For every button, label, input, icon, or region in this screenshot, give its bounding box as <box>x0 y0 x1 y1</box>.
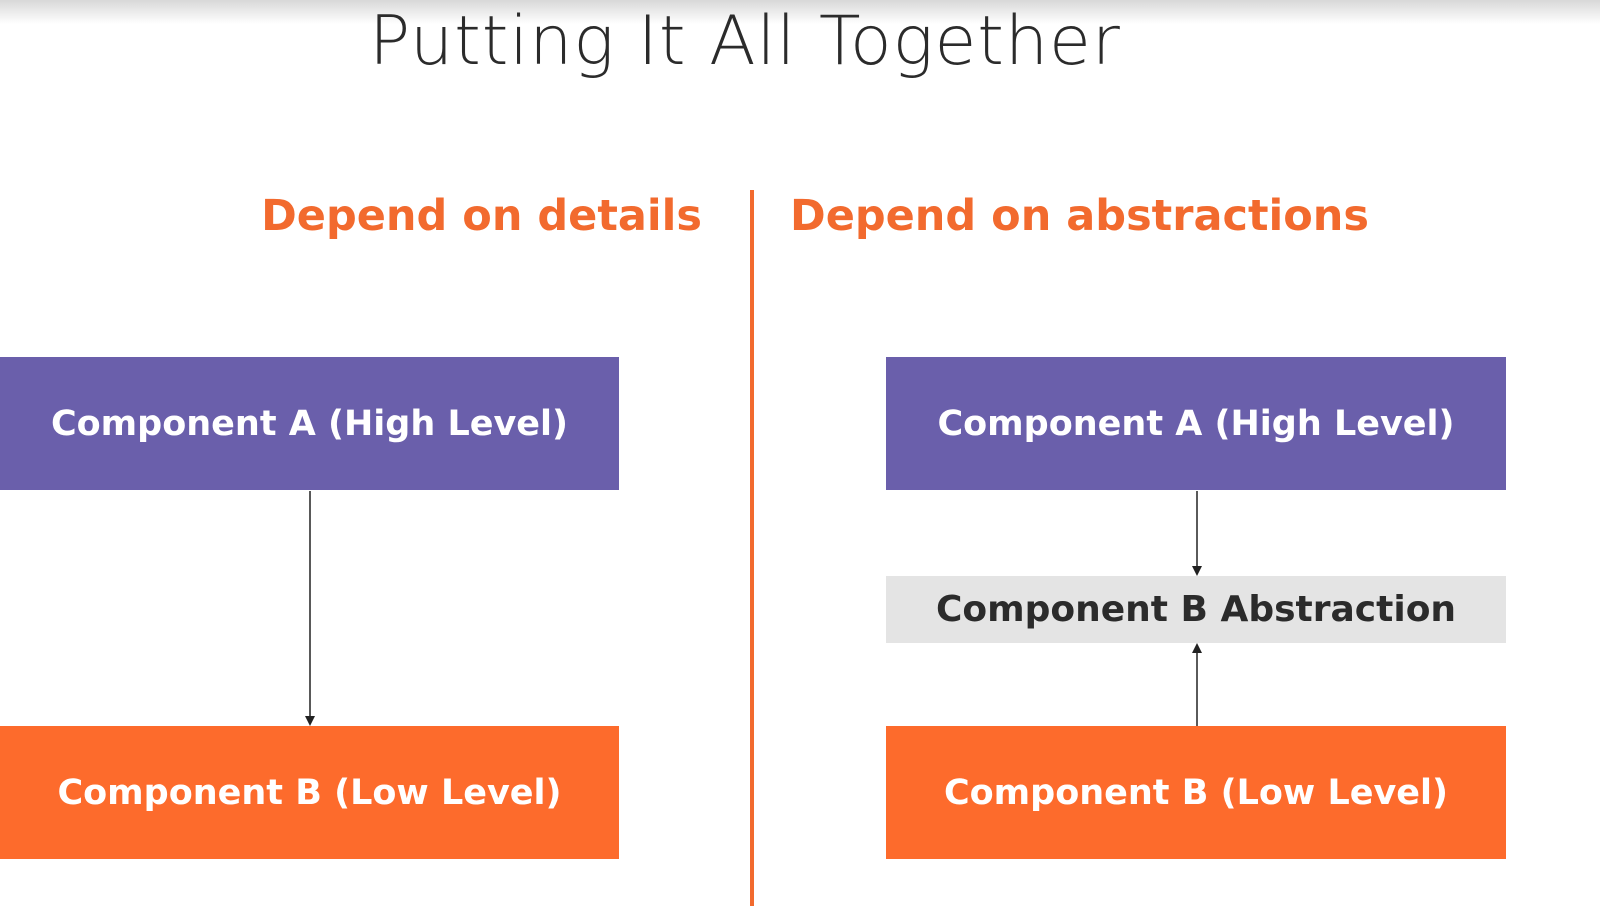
panel-divider <box>750 190 754 906</box>
right-heading: Depend on abstractions <box>790 191 1369 241</box>
left-arrowhead-icon <box>305 716 315 726</box>
right-component-b-label: Component B (Low Level) <box>943 772 1449 813</box>
left-component-a-label: Component A (High Level) <box>50 403 569 444</box>
right-down-arrowhead-icon <box>1192 566 1202 576</box>
left-component-a-box: Component A (High Level) <box>0 357 619 490</box>
top-shade <box>0 0 1600 24</box>
slide-title: Putting It All Together <box>369 2 1121 81</box>
left-component-b-label: Component B (Low Level) <box>57 772 562 813</box>
left-heading: Depend on details <box>261 191 702 241</box>
right-up-arrowhead-icon <box>1192 643 1202 653</box>
abstraction-label: Component B Abstraction <box>935 589 1457 630</box>
right-component-a-box: Component A (High Level) <box>886 357 1506 490</box>
left-component-b-box: Component B (Low Level) <box>0 726 619 859</box>
abstraction-box: Component B Abstraction <box>886 576 1506 643</box>
right-component-a-label: Component A (High Level) <box>937 403 1455 444</box>
right-component-b-box: Component B (Low Level) <box>886 726 1506 859</box>
